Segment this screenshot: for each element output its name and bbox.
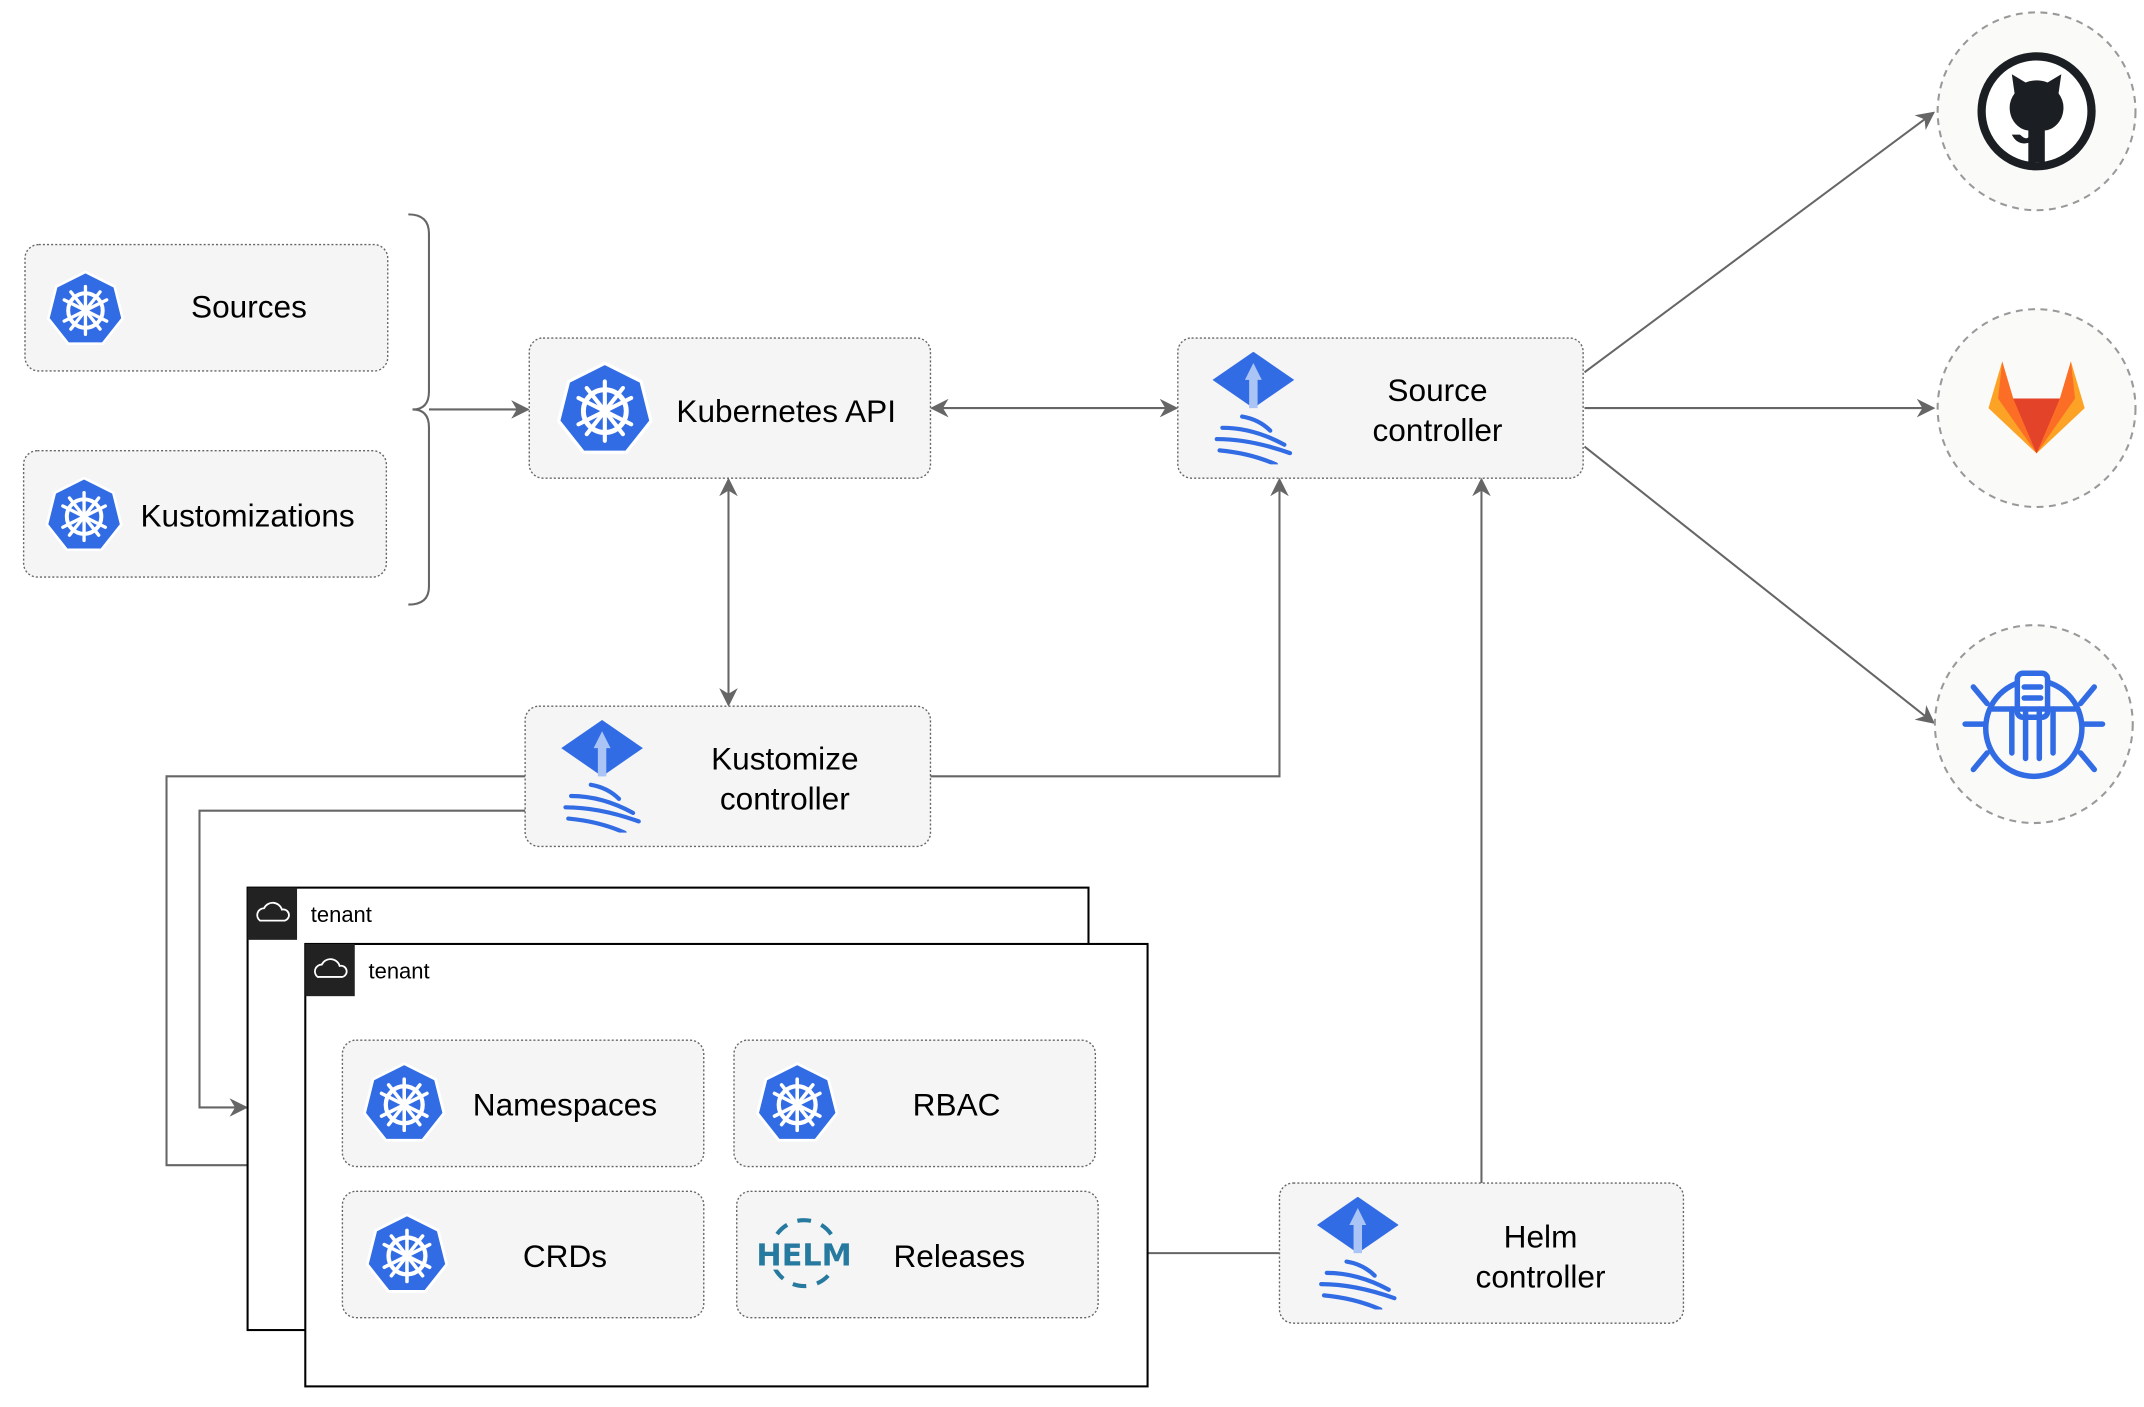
- node-label: RBAC: [913, 1087, 1001, 1123]
- node-label-line1: Helm: [1504, 1219, 1578, 1255]
- node-label-line2: controller: [1373, 412, 1503, 448]
- node-label: Sources: [191, 288, 307, 324]
- bucket-icon: [1962, 670, 2106, 780]
- node-label-line2: controller: [1476, 1258, 1606, 1294]
- node-label: Kustomizations: [140, 497, 354, 533]
- node-kustomize-controller[interactable]: Kustomize controller: [524, 705, 932, 848]
- tenant-label: tenant: [369, 958, 430, 983]
- external-github[interactable]: [1936, 11, 2137, 212]
- node-label: Kubernetes API: [676, 393, 896, 429]
- node-kubernetes-api[interactable]: Kubernetes API: [528, 337, 932, 479]
- node-rbac[interactable]: RBAC: [733, 1039, 1097, 1168]
- node-label-line2: controller: [720, 780, 850, 816]
- gitlab-icon: [1988, 361, 2085, 454]
- grouping-brace: [408, 213, 430, 606]
- cloud-icon: [314, 958, 348, 978]
- node-namespaces[interactable]: Namespaces: [341, 1039, 705, 1168]
- node-helm-controller[interactable]: Helm controller: [1278, 1182, 1685, 1324]
- edges: [165, 111, 1936, 1263]
- node-label-line1: Source: [1387, 372, 1487, 408]
- node-kustomizations[interactable]: Kustomizations: [22, 449, 388, 578]
- node-label: CRDs: [523, 1238, 607, 1274]
- node-crds[interactable]: CRDs: [341, 1190, 705, 1319]
- node-label: Namespaces: [473, 1087, 657, 1123]
- edge-kustomize-to-source-controller: [930, 477, 1289, 778]
- tenant-label: tenant: [311, 902, 372, 927]
- edge-kustomize-to-tenant-back: [198, 809, 526, 1117]
- cloud-icon: [256, 901, 290, 922]
- edge-source-to-github: [1583, 111, 1936, 374]
- node-label-line1: Kustomize: [711, 740, 858, 776]
- node-releases[interactable]: HELM Releases: [736, 1190, 1099, 1319]
- external-bucket[interactable]: [1933, 624, 2134, 825]
- edge-source-to-bucket: [1583, 445, 1935, 724]
- node-sources[interactable]: Sources: [24, 243, 389, 372]
- helm-logo-text: HELM: [756, 1238, 851, 1273]
- edge-kustomize-to-tenant-front: [165, 775, 526, 1175]
- github-icon: [1977, 52, 2096, 171]
- node-label: Releases: [893, 1238, 1025, 1274]
- helm-icon: HELM: [756, 1218, 852, 1289]
- node-source-controller[interactable]: Source controller: [1177, 337, 1584, 479]
- external-gitlab[interactable]: [1936, 308, 2137, 509]
